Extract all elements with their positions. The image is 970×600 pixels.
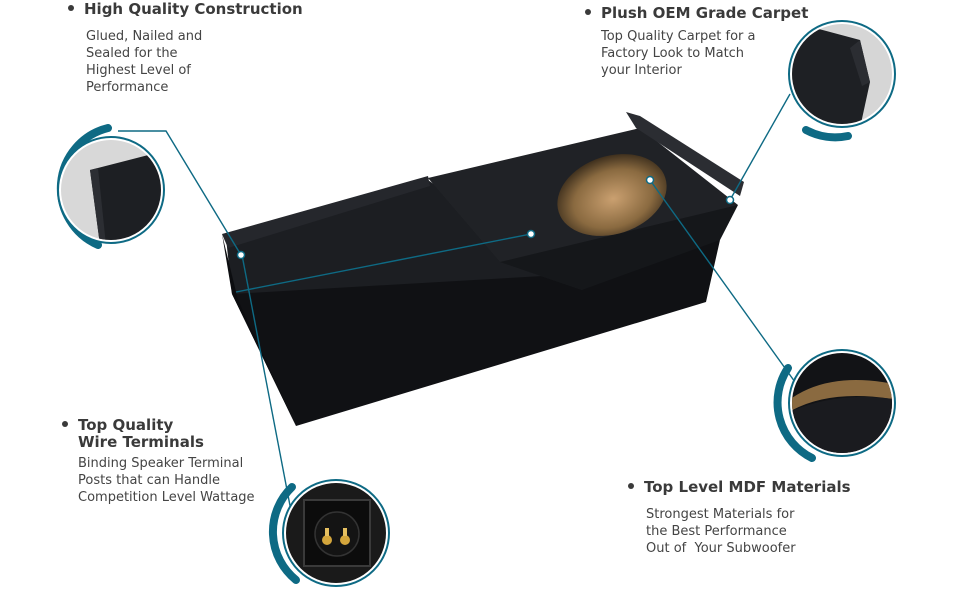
woofer-cutout — [557, 154, 667, 236]
feature-terminals-desc: Binding Speaker Terminal Posts that can … — [78, 456, 255, 505]
callout-circle-mdf — [773, 349, 896, 462]
callout-circle-terminals — [268, 479, 390, 587]
feature-carpet-desc: Top Quality Carpet for a Factory Look to… — [601, 29, 756, 78]
callout-circle-carpet — [788, 20, 896, 142]
callout-dots — [236, 175, 735, 260]
feature-construction-desc: Glued, Nailed and Sealed for the Highest… — [86, 29, 203, 95]
feature-construction: High Quality Construction Glued, Nailed … — [68, 1, 303, 96]
bullet-dot-icon — [585, 9, 591, 15]
feature-mdf-title: Top Level MDF Materials — [628, 479, 851, 496]
bullet-dot-icon — [68, 5, 74, 11]
callout-lines — [118, 93, 796, 517]
feature-terminals: Top Quality Wire Terminals Binding Speak… — [62, 417, 255, 506]
subwoofer-box — [222, 112, 744, 426]
bullet-dot-icon — [62, 421, 68, 427]
feature-construction-title: High Quality Construction — [68, 1, 303, 18]
callout-circle-construction — [56, 124, 165, 249]
feature-carpet: Plush OEM Grade Carpet Top Quality Carpe… — [585, 5, 808, 79]
feature-carpet-title: Plush OEM Grade Carpet — [585, 5, 808, 22]
feature-terminals-title: Top Quality Wire Terminals — [62, 417, 255, 451]
feature-mdf-desc: Strongest Materials for the Best Perform… — [646, 507, 796, 556]
bullet-dot-icon — [628, 483, 634, 489]
feature-mdf: Top Level MDF Materials Strongest Materi… — [628, 479, 851, 557]
